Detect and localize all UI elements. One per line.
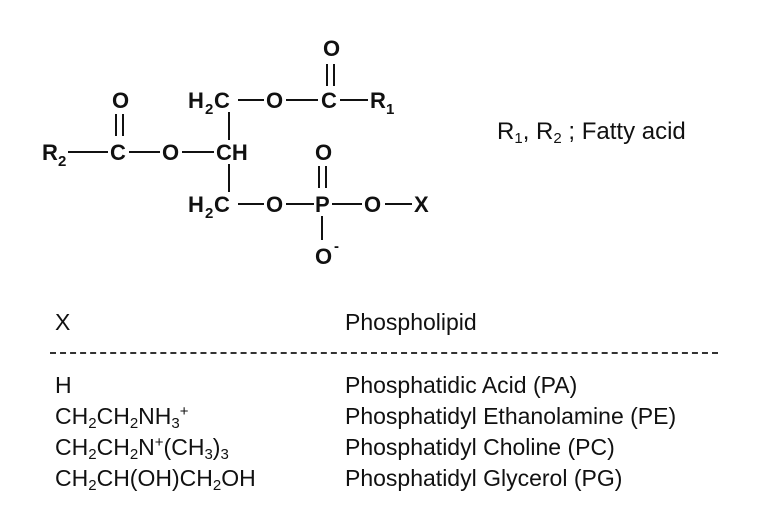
atom-o-left: O — [112, 88, 129, 113]
atom-o-bot-link: O — [266, 192, 283, 217]
x-sub: 2 — [212, 477, 222, 494]
x-part: CH — [96, 434, 130, 460]
atom-p: P — [315, 192, 330, 217]
row-x: CH2CH2N+(CH3)3 — [55, 434, 229, 463]
r-groups-note: R1, R2 ; Fatty acid — [497, 118, 686, 147]
note-r1-sub: 1 — [514, 130, 523, 147]
row-phospholipid: Phosphatidyl Glycerol (PG) — [345, 465, 623, 491]
row-x: CH2CH(OH)CH2OH — [55, 465, 256, 494]
atom-o-p-link: O — [364, 192, 381, 217]
atom-o-minus: O — [315, 244, 332, 269]
x-sup: + — [154, 434, 164, 451]
atom-o-minus-charge: - — [334, 238, 339, 255]
x-part: OH — [221, 465, 256, 491]
atom-h2c-bot-sub: 2 — [205, 205, 213, 222]
row-phospholipid: Phosphatidyl Ethanolamine (PE) — [345, 403, 677, 429]
x-sub: 2 — [88, 477, 97, 494]
row-x: H — [55, 372, 72, 398]
table-row: CH2CH(OH)CH2OH Phosphatidyl Glycerol (PG… — [0, 465, 766, 495]
row-x: CH2CH2NH3+ — [55, 403, 189, 432]
atom-r1-sub: 1 — [386, 101, 394, 118]
table-row: H Phosphatidic Acid (PA) — [0, 372, 766, 402]
header-x: X — [55, 309, 71, 335]
atom-c-left: C — [110, 140, 126, 165]
note-r2: R — [536, 118, 554, 145]
x-part: N — [138, 434, 155, 460]
x-part: CH — [55, 403, 89, 429]
x-part: CH — [55, 434, 89, 460]
dashed-divider — [50, 352, 718, 354]
x-sub: 2 — [129, 446, 139, 463]
atom-c-top: C — [321, 88, 337, 113]
atom-h2c-top-h: H — [188, 88, 204, 113]
row-phospholipid: Phosphatidic Acid (PA) — [345, 372, 578, 398]
table-row: CH2CH2NH3+ Phosphatidyl Ethanolamine (PE… — [0, 403, 766, 433]
x-part: NH — [138, 403, 172, 429]
header-phospholipid: Phospholipid — [345, 309, 477, 335]
note-r1: R — [497, 118, 515, 145]
table-row: CH2CH2N+(CH3)3 Phosphatidyl Choline (PC) — [0, 434, 766, 464]
x-sub: 3 — [171, 415, 180, 432]
x-sub: 3 — [204, 446, 213, 463]
atom-o-p-top: O — [315, 140, 332, 165]
row-phospholipid: Phosphatidyl Choline (PC) — [345, 434, 615, 460]
atom-ch: CH — [216, 140, 248, 165]
atom-h2c-bot-c: C — [214, 192, 230, 217]
x-sub: 2 — [88, 446, 97, 463]
atom-r2: R — [42, 140, 58, 165]
x-part: CH — [96, 403, 130, 429]
x-sub: 3 — [220, 446, 229, 463]
x-sub: 2 — [88, 415, 97, 432]
atom-r1: R — [370, 88, 386, 113]
x-part: (CH — [163, 434, 205, 460]
note-tail: ; Fatty acid — [561, 118, 686, 145]
atom-h2c-bot-h: H — [188, 192, 204, 217]
x-part: CH — [55, 465, 89, 491]
atom-h2c-top-c: C — [214, 88, 230, 113]
atom-o-top-link: O — [266, 88, 283, 113]
x-part: ) — [212, 434, 221, 460]
x-part: CH(OH)CH — [96, 465, 213, 491]
atom-h2c-top-sub: 2 — [205, 101, 213, 118]
atom-o-top: O — [323, 36, 340, 61]
note-sep: , — [522, 118, 537, 145]
phospholipid-structure: O H 2 C O C R 1 O R 2 C O CH O — [42, 36, 429, 269]
x-sub: 2 — [129, 415, 139, 432]
atom-o-mid: O — [162, 140, 179, 165]
atom-r2-sub: 2 — [58, 153, 66, 170]
atom-x: X — [414, 192, 429, 217]
x-sup: + — [179, 403, 189, 420]
note-r2-sub: 2 — [553, 130, 562, 147]
